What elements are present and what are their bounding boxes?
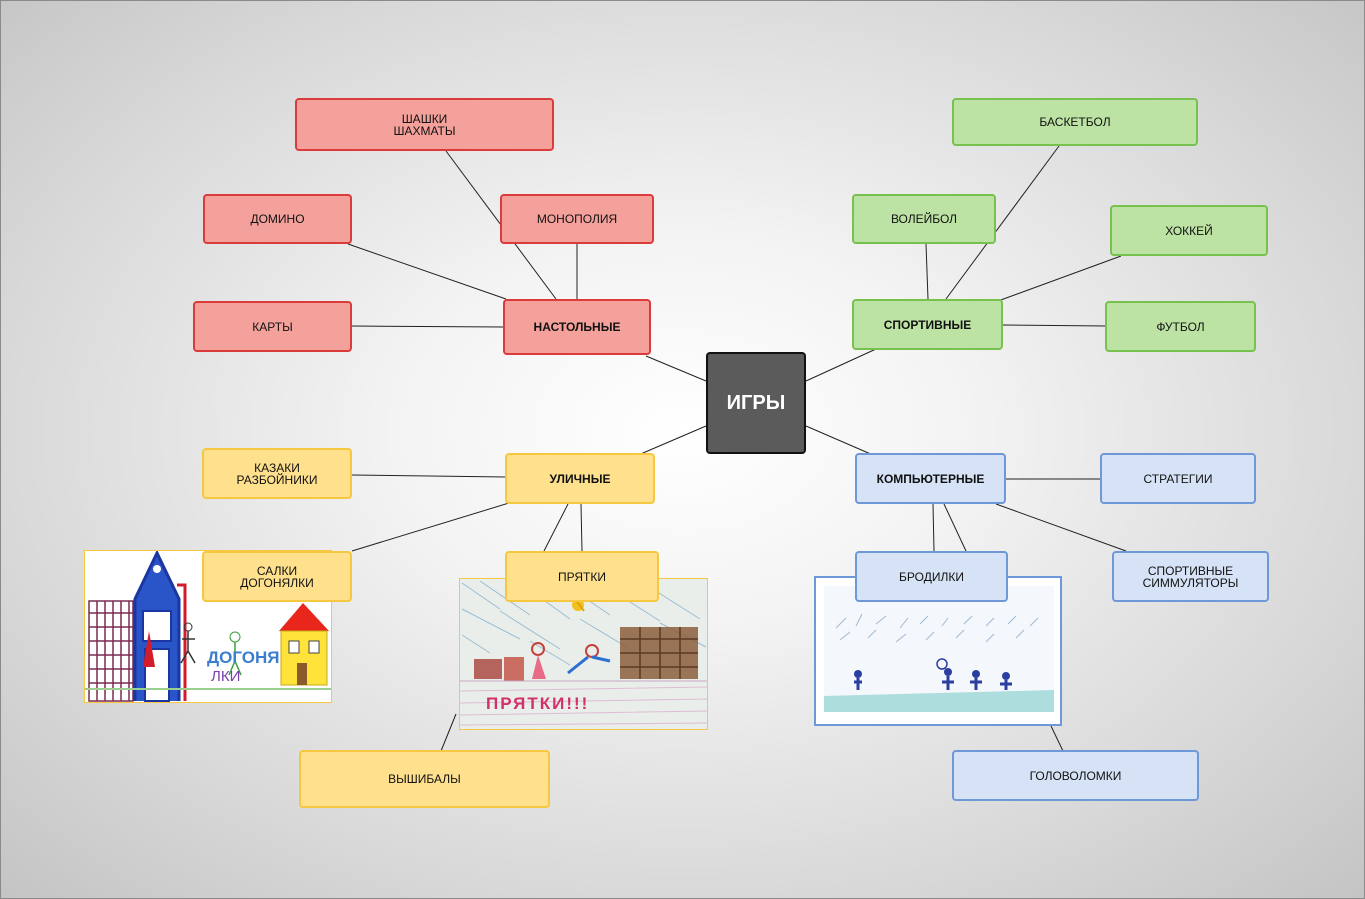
node-domino[interactable]: ДОМИНО [203,194,352,244]
drawing-walkers-illustration [816,578,1060,724]
node-checkers-chess[interactable]: ШАШКИ ШАХМАТЫ [295,98,554,151]
node-walkers[interactable]: БРОДИЛКИ [855,551,1008,602]
edge-sport-volleyball [925,243,929,300]
node-football[interactable]: ФУТБОЛ [1105,301,1256,352]
edge-computer-puzzles [1050,725,1064,752]
edge-street-hide [543,503,569,552]
edge-center-street [635,425,707,457]
drawing-hide-and-seek: ПРЯТКИ!!! [459,578,708,730]
node-basketball[interactable]: БАСКЕТБОЛ [952,98,1198,146]
edge-sport-football [1002,324,1107,327]
branch-board-games[interactable]: НАСТОЛЬНЫЕ [503,299,651,355]
edge-street-hide-2 [580,503,583,552]
node-volleyball[interactable]: ВОЛЕЙБОЛ [852,194,996,244]
node-hockey[interactable]: ХОККЕЙ [1110,205,1268,256]
drawing-hide-illustration: ПРЯТКИ!!! [460,579,707,729]
edge-center-computer [805,425,874,456]
node-dodgeball[interactable]: ВЫШИБАЛЫ [299,750,550,808]
node-cards[interactable]: КАРТЫ [193,301,352,352]
edge-street-tag [351,502,510,552]
edge-computer-walkers [932,503,935,552]
edge-board-cards [351,325,504,328]
edge-computer-walkers-2 [943,503,967,552]
node-hide-and-seek[interactable]: ПРЯТКИ [505,551,659,602]
branch-computer-games[interactable]: КОМПЬЮТЕРНЫЕ [855,453,1006,504]
branch-street-games[interactable]: УЛИЧНЫЕ [505,453,655,504]
edge-computer-sims [995,503,1127,552]
branch-sport-games[interactable]: СПОРТИВНЫЕ [852,299,1003,350]
drawing-hide-caption: ПРЯТКИ!!! [486,694,589,713]
edge-center-board [645,355,707,382]
node-cossacks-robbers[interactable]: КАЗАКИ РАЗБОЙНИКИ [202,448,352,499]
edge-sport-basketball [945,145,1060,300]
edge-sport-hockey [997,255,1122,302]
node-puzzles[interactable]: ГОЛОВОЛОМКИ [952,750,1199,801]
edge-street-dodgeball [440,713,457,752]
center-node-games[interactable]: ИГРЫ [706,352,806,454]
edge-board-domino [347,243,507,300]
edge-street-cossacks [351,474,507,478]
node-strategies[interactable]: СТРАТЕГИИ [1100,453,1256,504]
edge-center-sport [805,348,877,382]
drawing-tag-caption-2: ЛКИ [211,668,240,685]
drawing-walkers-game [814,576,1062,726]
node-sport-simulators[interactable]: СПОРТИВНЫЕ СИММУЛЯТОРЫ [1112,551,1269,602]
node-monopoly[interactable]: МОНОПОЛИЯ [500,194,654,244]
node-tag-catch[interactable]: САЛКИ ДОГОНЯЛКИ [202,551,352,602]
drawing-tag-caption-1: ДОГОНЯ [207,648,279,667]
